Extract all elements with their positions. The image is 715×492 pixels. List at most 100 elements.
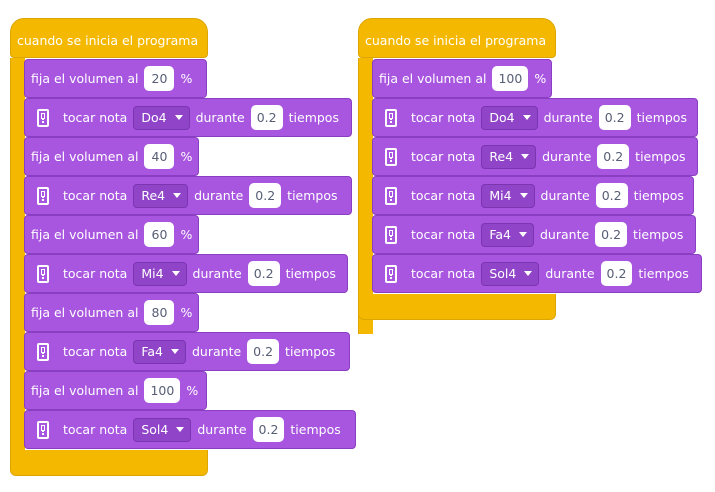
when-program-starts-block[interactable]: cuando se inicia el programa <box>10 18 208 58</box>
volume-input[interactable]: 40 <box>144 144 175 169</box>
during-label: durante <box>539 227 590 242</box>
volume-input[interactable]: 100 <box>144 378 181 403</box>
volume-input[interactable]: 80 <box>144 300 175 325</box>
hub-icon <box>385 264 397 283</box>
duration-input[interactable]: 0.2 <box>597 144 630 169</box>
note-dropdown[interactable]: Mi4 <box>133 261 187 286</box>
note-value: Mi4 <box>489 188 512 203</box>
set-volume-block[interactable]: fija el volumen al 100 % <box>372 59 552 98</box>
play-note-block[interactable]: tocar nota Do4 durante 0.2 tiempos <box>24 98 352 137</box>
play-note-block[interactable]: tocar nota Fa4 durante 0.2 tiempos <box>24 332 350 371</box>
set-volume-label: fija el volumen al <box>31 383 139 398</box>
during-label: durante <box>191 344 242 359</box>
c-block-foot <box>10 450 208 476</box>
note-value: Do4 <box>489 110 515 125</box>
caret-down-icon <box>173 193 182 198</box>
play-note-block[interactable]: tocar nota Do4 durante 0.2 tiempos <box>372 98 698 137</box>
note-dropdown[interactable]: Sol4 <box>133 417 192 442</box>
duration-input[interactable]: 0.2 <box>247 339 280 364</box>
c-block-foot <box>358 294 556 320</box>
duration-input[interactable]: 0.2 <box>595 222 628 247</box>
play-note-label: tocar nota <box>411 110 476 125</box>
set-volume-label: fija el volumen al <box>31 149 139 164</box>
play-note-label: tocar nota <box>63 422 128 437</box>
c-block-arm <box>10 58 25 470</box>
set-volume-block[interactable]: fija el volumen al 100 % <box>24 371 207 410</box>
during-label: durante <box>197 422 247 437</box>
hat-label: cuando se inicia el programa <box>17 33 199 48</box>
when-program-starts-block[interactable]: cuando se inicia el programa <box>358 18 556 58</box>
play-note-label: tocar nota <box>63 110 128 125</box>
play-note-block[interactable]: tocar nota Sol4 durante 0.2 tiempos <box>24 410 356 449</box>
caret-down-icon <box>174 115 183 120</box>
beats-label: tiempos <box>288 110 339 125</box>
caret-down-icon <box>170 349 179 354</box>
play-note-block[interactable]: tocar nota Re4 durante 0.2 tiempos <box>24 176 352 215</box>
beats-label: tiempos <box>636 110 687 125</box>
caret-down-icon <box>176 427 185 432</box>
volume-input[interactable]: 100 <box>492 66 529 91</box>
volume-input[interactable]: 20 <box>144 66 175 91</box>
set-volume-block[interactable]: fija el volumen al 20 % <box>24 59 207 98</box>
caret-down-icon <box>519 193 528 198</box>
hub-icon <box>385 108 397 127</box>
play-note-block[interactable]: tocar nota Fa4 durante 0.2 tiempos <box>372 215 696 254</box>
note-dropdown[interactable]: Re4 <box>481 144 537 169</box>
set-volume-block[interactable]: fija el volumen al 60 % <box>24 215 199 254</box>
caret-down-icon <box>518 232 527 237</box>
hub-icon <box>37 264 49 283</box>
duration-input[interactable]: 0.2 <box>247 261 280 286</box>
play-note-block[interactable]: tocar nota Re4 durante 0.2 tiempos <box>372 137 698 176</box>
hub-icon <box>37 186 49 205</box>
during-label: durante <box>543 110 593 125</box>
play-note-block[interactable]: tocar nota Mi4 durante 0.2 tiempos <box>372 176 694 215</box>
note-value: Sol4 <box>489 266 517 281</box>
play-note-label: tocar nota <box>411 149 476 164</box>
percent-label: % <box>180 149 193 164</box>
percent-label: % <box>534 71 547 86</box>
set-volume-label: fija el volumen al <box>31 305 139 320</box>
note-value: Re4 <box>141 188 166 203</box>
set-volume-label: fija el volumen al <box>379 71 487 86</box>
volume-input[interactable]: 60 <box>144 222 175 247</box>
beats-label: tiempos <box>287 188 338 203</box>
beats-label: tiempos <box>285 344 336 359</box>
duration-input[interactable]: 0.2 <box>252 417 285 442</box>
percent-label: % <box>186 383 199 398</box>
note-dropdown[interactable]: Do4 <box>133 105 190 130</box>
during-label: durante <box>195 110 245 125</box>
duration-input[interactable]: 0.2 <box>249 183 282 208</box>
note-dropdown[interactable]: Sol4 <box>481 261 540 286</box>
beats-label: tiempos <box>633 227 684 242</box>
caret-down-icon <box>521 154 530 159</box>
note-value: Sol4 <box>141 422 169 437</box>
note-dropdown[interactable]: Fa4 <box>481 222 534 247</box>
set-volume-block[interactable]: fija el volumen al 40 % <box>24 137 199 176</box>
play-note-block[interactable]: tocar nota Mi4 durante 0.2 tiempos <box>24 254 348 293</box>
set-volume-block[interactable]: fija el volumen al 80 % <box>24 293 199 332</box>
beats-label: tiempos <box>633 188 684 203</box>
duration-input[interactable]: 0.2 <box>595 183 628 208</box>
beats-label: tiempos <box>285 266 336 281</box>
note-dropdown[interactable]: Fa4 <box>133 339 186 364</box>
during-label: durante <box>540 188 590 203</box>
note-dropdown[interactable]: Re4 <box>133 183 189 208</box>
duration-input[interactable]: 0.2 <box>250 105 283 130</box>
duration-input[interactable]: 0.2 <box>598 105 631 130</box>
duration-input[interactable]: 0.2 <box>600 261 633 286</box>
note-value: Re4 <box>489 149 514 164</box>
play-note-label: tocar nota <box>63 188 128 203</box>
play-note-block[interactable]: tocar nota Sol4 durante 0.2 tiempos <box>372 254 702 293</box>
during-label: durante <box>192 266 242 281</box>
hub-icon <box>385 147 397 166</box>
play-note-label: tocar nota <box>411 227 476 242</box>
note-value: Fa4 <box>141 344 163 359</box>
play-note-label: tocar nota <box>411 188 476 203</box>
percent-label: % <box>180 71 193 86</box>
hub-icon <box>385 186 397 205</box>
caret-down-icon <box>524 271 533 276</box>
note-dropdown[interactable]: Mi4 <box>481 183 535 208</box>
note-dropdown[interactable]: Do4 <box>481 105 538 130</box>
beats-label: tiempos <box>635 149 686 164</box>
note-value: Mi4 <box>141 266 164 281</box>
